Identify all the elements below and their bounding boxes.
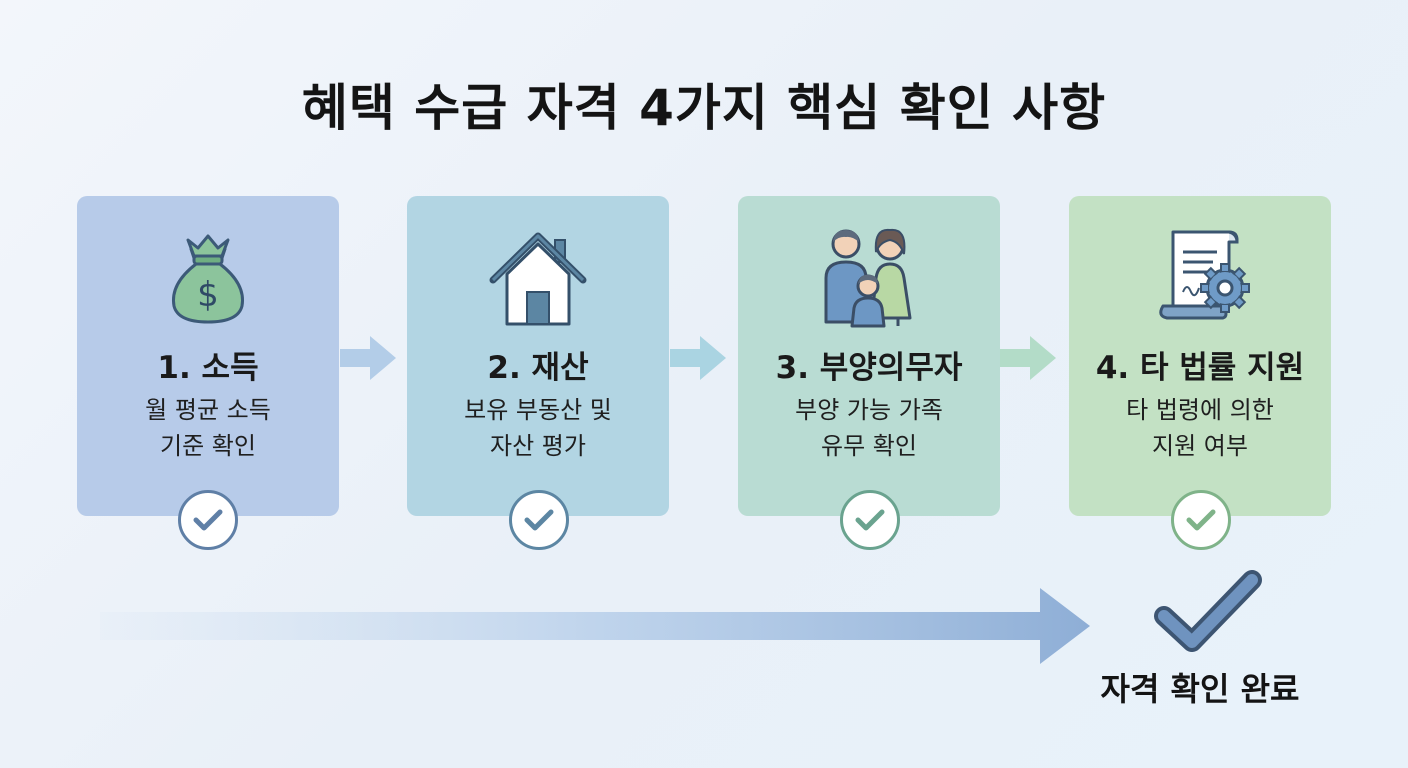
progress-arrow-icon — [100, 588, 1090, 664]
family-icon — [738, 222, 1000, 332]
step-card-dependents: 3. 부양의무자 부양 가능 가족 유무 확인 — [738, 196, 1000, 516]
step-description: 부양 가능 가족 유무 확인 — [738, 392, 1000, 464]
step-description-line: 유무 확인 — [821, 432, 917, 460]
page-title: 혜택 수급 자격 4가지 핵심 확인 사항 — [301, 79, 1107, 137]
step-description-line: 타 법령에 의한 — [1126, 396, 1274, 424]
step-description-line: 보유 부동산 및 — [464, 396, 612, 424]
step-arrow-icon — [1000, 336, 1056, 380]
step-arrow-icon — [340, 336, 396, 380]
step-description-line: 부양 가능 가족 — [795, 396, 943, 424]
house-icon — [407, 222, 669, 332]
check-icon — [178, 490, 238, 550]
step-card-assets: 2. 재산 보유 부동산 및 자산 평가 — [407, 196, 669, 516]
step-card-other-law: 4. 타 법률 지원 타 법령에 의한 지원 여부 — [1069, 196, 1331, 516]
step-description: 월 평균 소득 기준 확인 — [77, 392, 339, 464]
step-description-line: 월 평균 소득 — [145, 396, 271, 424]
step-arrow-icon — [670, 336, 726, 380]
svg-text:$: $ — [197, 275, 219, 315]
step-description-line: 기준 확인 — [160, 432, 256, 460]
step-title: 1. 소득 — [157, 350, 259, 386]
money-bag-icon: $ — [77, 222, 339, 332]
final-label: 자격 확인 완료 — [1100, 670, 1300, 708]
step-description-line: 지원 여부 — [1152, 432, 1248, 460]
check-icon — [509, 490, 569, 550]
step-description: 타 법령에 의한 지원 여부 — [1069, 392, 1331, 464]
step-description-line: 자산 평가 — [490, 432, 586, 460]
final-check-icon — [1154, 570, 1262, 652]
step-description: 보유 부동산 및 자산 평가 — [407, 392, 669, 464]
step-title: 4. 타 법률 지원 — [1095, 350, 1305, 386]
step-title: 3. 부양의무자 — [775, 350, 963, 386]
check-icon — [1171, 490, 1231, 550]
step-title: 2. 재산 — [487, 350, 589, 386]
document-gear-icon — [1069, 222, 1331, 332]
step-card-income: $ 1. 소득 월 평균 소득 기준 확인 — [77, 196, 339, 516]
check-icon — [840, 490, 900, 550]
